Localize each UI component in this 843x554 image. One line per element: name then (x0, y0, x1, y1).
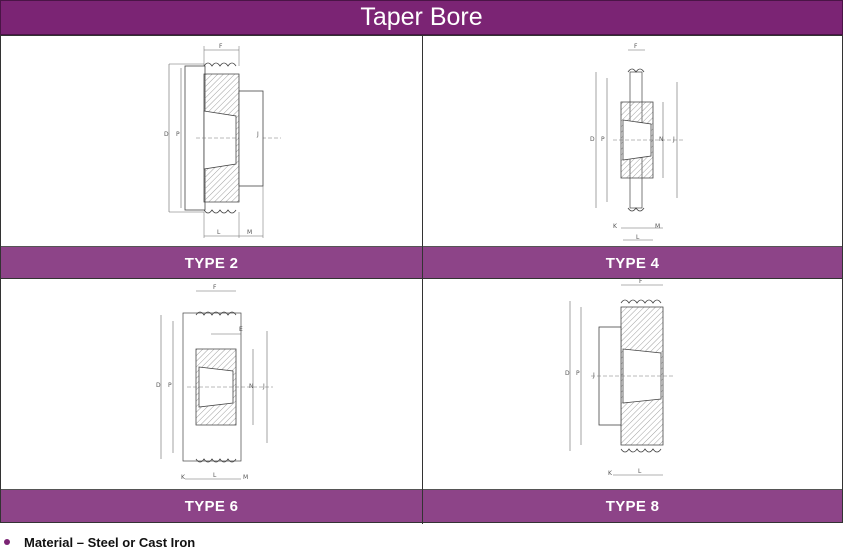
dim-J: J (672, 136, 675, 143)
dim-J: J (256, 131, 259, 138)
dim-L: L (636, 234, 640, 241)
dim-K: K (181, 474, 186, 481)
type-4-diagram: F D P N J K M L (590, 43, 685, 241)
type-2-drawing: F D P J L M (1, 36, 422, 246)
type-2-diagram: F D P J L M (164, 43, 281, 238)
dim-K: K (613, 223, 618, 230)
type-2-label: TYPE 2 (1, 246, 422, 279)
type-4-label: TYPE 4 (423, 246, 842, 279)
page-title-bar: Taper Bore (0, 0, 843, 35)
dim-F: F (219, 43, 223, 50)
material-note: Material – Steel or Cast Iron (0, 530, 195, 554)
bullet-icon (4, 539, 10, 545)
dim-P: P (176, 131, 180, 138)
dim-N: N (659, 136, 664, 143)
dim-D: D (565, 370, 570, 377)
dim-F: F (213, 284, 217, 291)
type-6-drawing: F D P E N J K L M (1, 279, 422, 489)
dim-E: E (239, 326, 243, 333)
material-note-text: Material – Steel or Cast Iron (24, 534, 196, 550)
dim-K: K (608, 470, 613, 477)
dim-P: P (601, 136, 605, 143)
dim-L: L (638, 468, 642, 475)
dim-P: P (168, 382, 172, 389)
page-title: Taper Bore (360, 3, 483, 31)
dim-M: M (243, 474, 248, 481)
pulley-type-grid: F D P J L M TYP (0, 35, 843, 524)
type-4-drawing: F D P N J K M L (423, 36, 842, 246)
type-8-label: TYPE 8 (423, 489, 842, 522)
dim-M: M (247, 229, 252, 236)
dim-M: M (655, 223, 660, 230)
dim-D: D (590, 136, 595, 143)
type-6-diagram: F D P E N J K L M (156, 284, 273, 481)
type-8-drawing: F D P J K L (423, 279, 842, 489)
dim-F: F (639, 279, 643, 285)
column-divider (422, 36, 423, 524)
type-6-label: TYPE 6 (1, 489, 422, 522)
dim-L: L (217, 229, 221, 236)
dim-F: F (634, 43, 638, 50)
dim-J: J (262, 383, 265, 390)
dim-P: P (576, 370, 580, 377)
type-8-diagram: F D P J K L (565, 279, 673, 477)
dim-J: J (592, 372, 595, 379)
dim-L: L (213, 472, 217, 479)
dim-D: D (164, 131, 169, 138)
dim-N: N (249, 383, 254, 390)
row-divider (1, 278, 842, 279)
dim-D: D (156, 382, 161, 389)
